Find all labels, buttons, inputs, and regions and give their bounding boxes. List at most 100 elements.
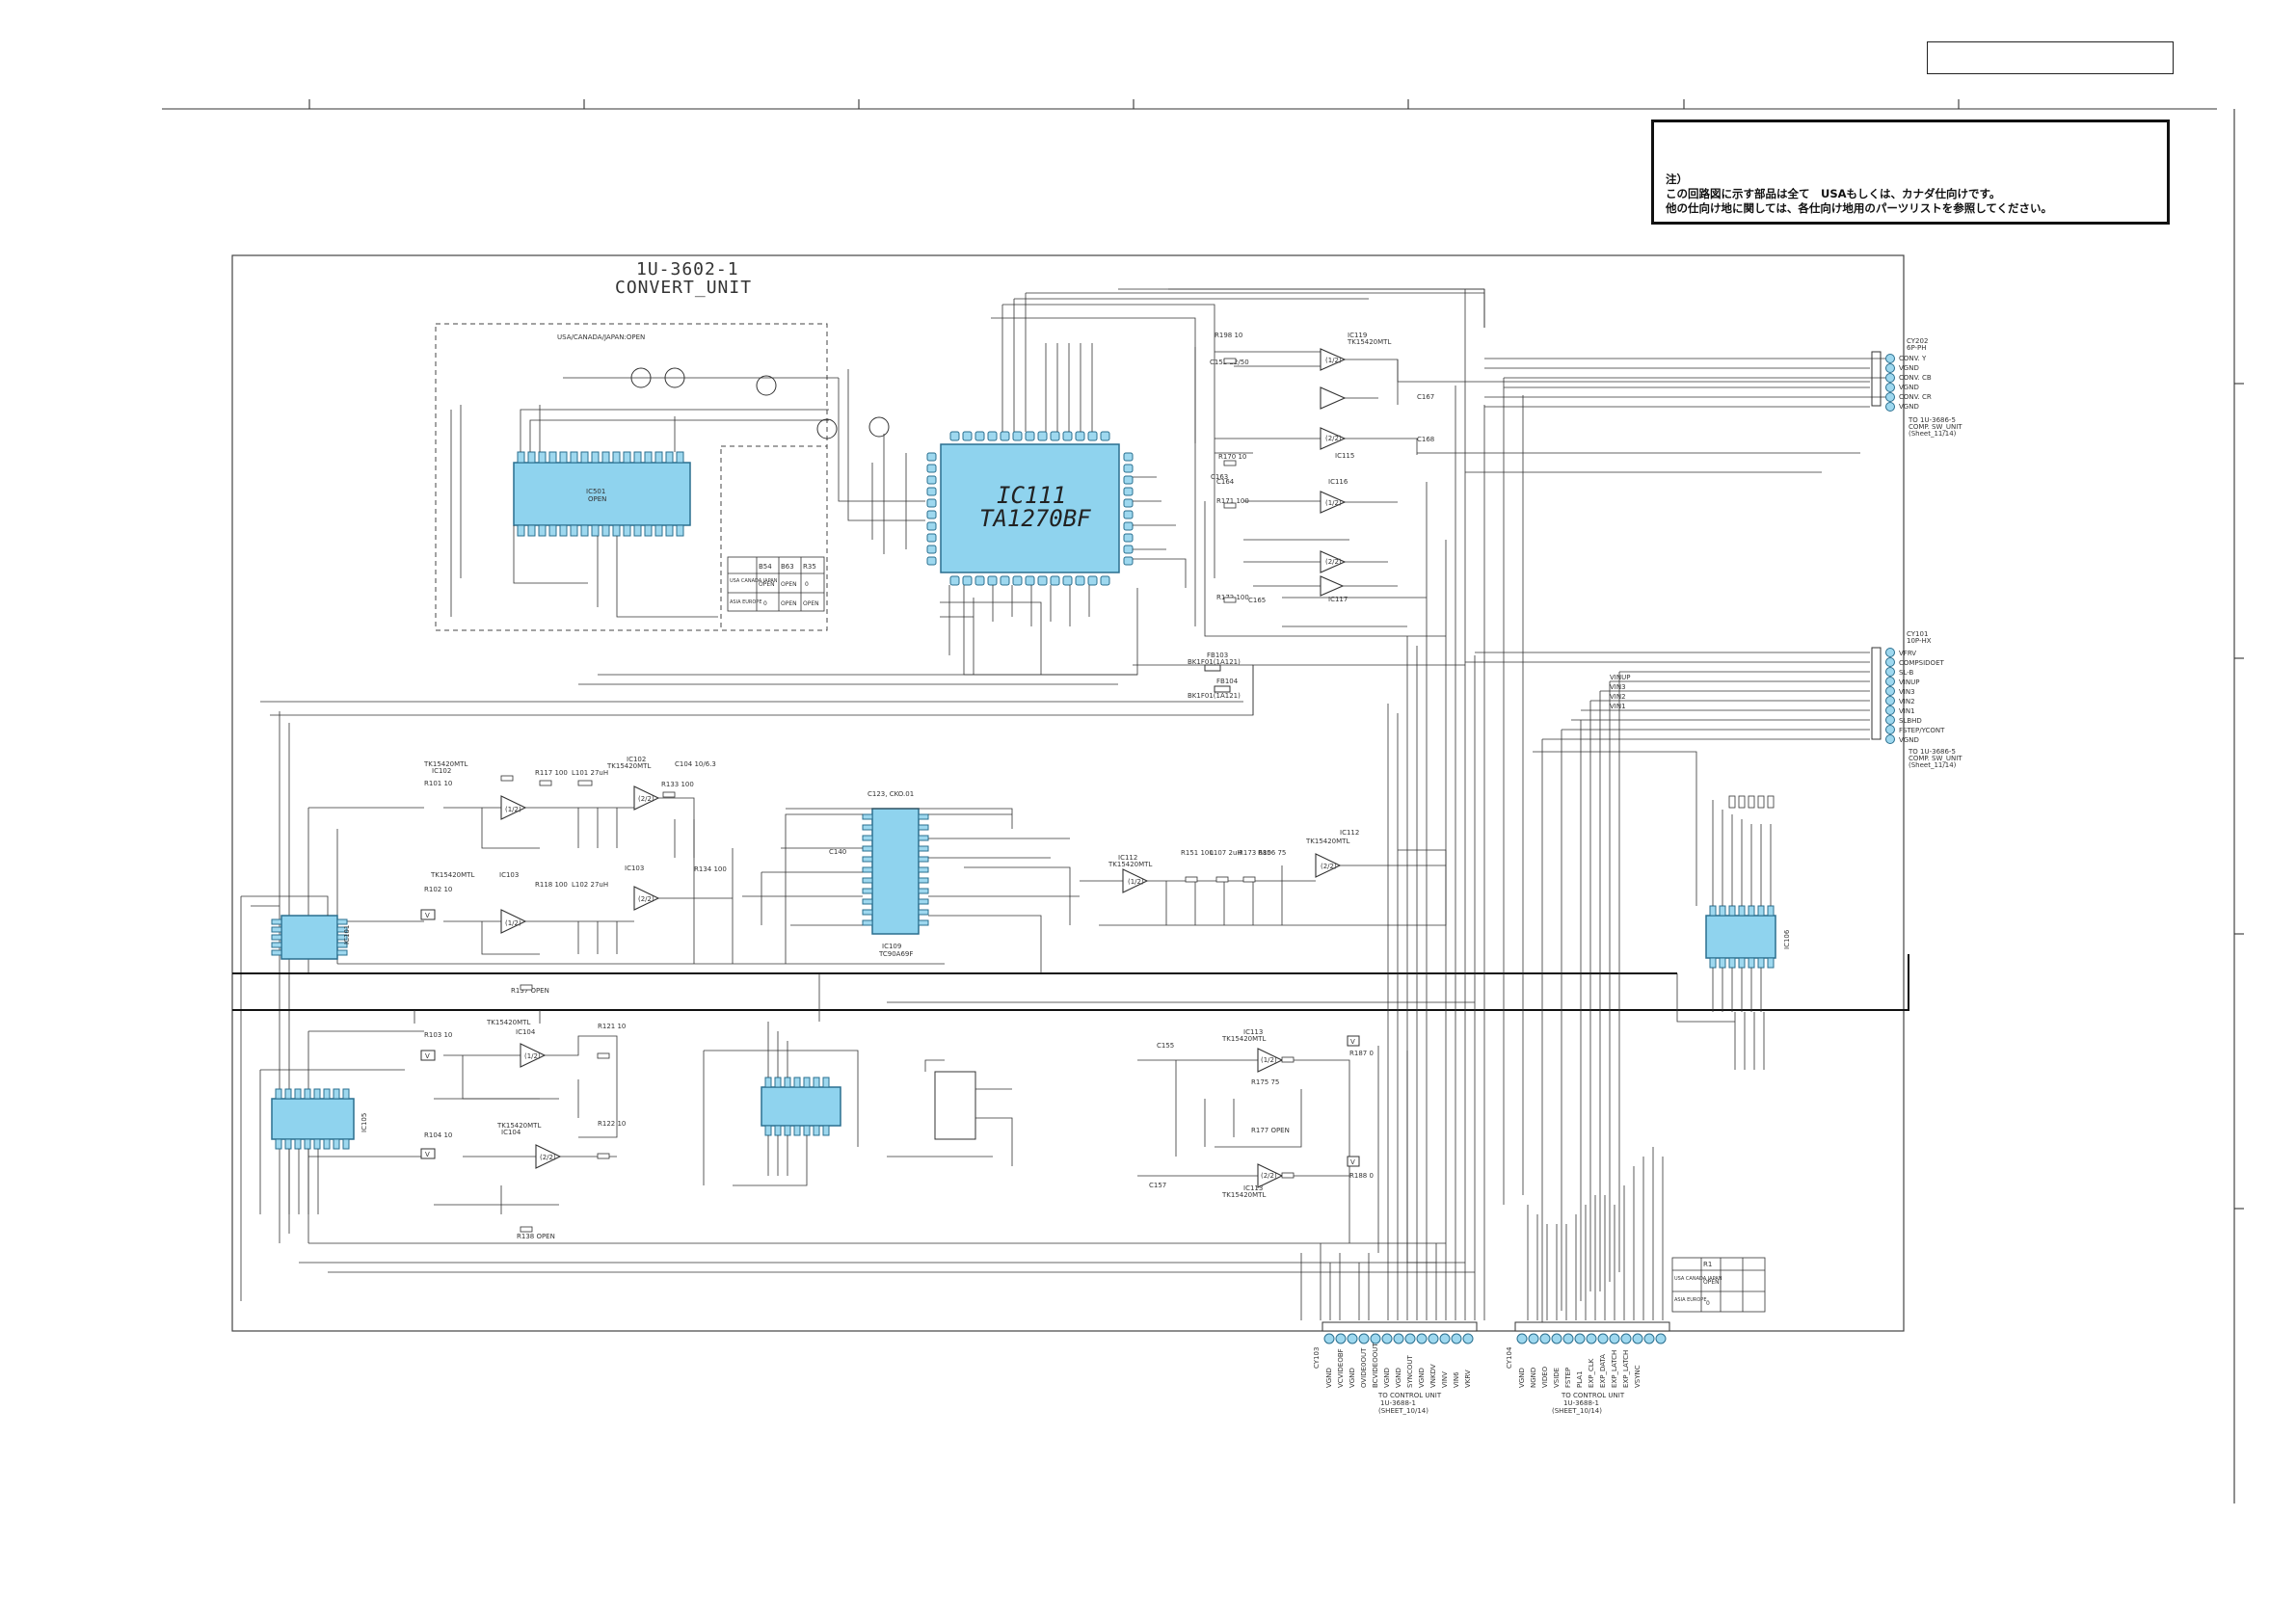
svg-text:COMPSIDOET: COMPSIDOET	[1899, 659, 1944, 667]
svg-text:FSTEP/YCONT: FSTEP/YCONT	[1899, 727, 1945, 734]
ic102-b-name: IC102	[627, 756, 646, 763]
misc-components	[500, 358, 1295, 1233]
svg-text:USA CANADA JAPAN: USA CANADA JAPAN	[1674, 1276, 1722, 1282]
svg-text:EXP_DATA: EXP_DATA	[1599, 1354, 1607, 1388]
svg-text:R101 10: R101 10	[424, 780, 452, 787]
svg-text:SLBHD: SLBHD	[1899, 717, 1922, 725]
svg-text:VIN1: VIN1	[1610, 703, 1626, 710]
svg-text:ASIA EUROPE: ASIA EUROPE	[1674, 1297, 1706, 1303]
svg-text:VGND: VGND	[1383, 1368, 1391, 1388]
svg-text:OPEN: OPEN	[803, 600, 819, 607]
svg-text:(Sheet_11/14): (Sheet_11/14)	[1909, 430, 1957, 438]
svg-text:(2/2): (2/2)	[638, 895, 654, 903]
svg-text:C155: C155	[1157, 1042, 1174, 1050]
svg-text:(SHEET_10/14): (SHEET_10/14)	[1552, 1407, 1602, 1415]
svg-text:R118 100: R118 100	[535, 881, 568, 889]
svg-text:V: V	[1350, 1038, 1355, 1046]
svg-text:(2/2): (2/2)	[1321, 863, 1337, 870]
svg-text:FSTEP: FSTEP	[1564, 1368, 1572, 1388]
svg-text:(Sheet_11/14): (Sheet_11/14)	[1909, 761, 1957, 769]
svg-text:VGND: VGND	[1325, 1368, 1333, 1388]
svg-text:C167: C167	[1417, 393, 1434, 401]
note-line-3: 他の仕向け地に関しては、各仕向け地用のパーツリストを参照してください。	[1666, 201, 2053, 215]
svg-text:(1/2): (1/2)	[524, 1052, 541, 1060]
svg-text:VSYNC: VSYNC	[1634, 1365, 1642, 1388]
svg-text:(2/2): (2/2)	[638, 795, 654, 803]
svg-text:EXP_LATCH: EXP_LATCH	[1611, 1350, 1618, 1388]
svg-text:CY202: CY202	[1907, 337, 1928, 345]
svg-text:CONV. CB: CONV. CB	[1899, 374, 1932, 382]
svg-text:VSIDE: VSIDE	[1553, 1368, 1561, 1388]
ic111-pins	[926, 431, 1134, 586]
ic111-name: IC111	[997, 482, 1066, 509]
opamp-section-top: IC119 TK15420MTL (1/2) (2/2) IC115 IC116…	[1194, 332, 1870, 637]
svg-text:IC112: IC112	[1118, 854, 1137, 862]
ic501-block: IC501 OPEN	[513, 451, 691, 537]
note-line-1: 注）	[1666, 173, 1688, 186]
svg-text:VIN2: VIN2	[1899, 698, 1915, 705]
ic109-pins	[862, 813, 929, 926]
svg-text:VGND: VGND	[1899, 736, 1919, 744]
svg-text:R173 680: R173 680	[1239, 849, 1271, 857]
svg-text:IC112: IC112	[1340, 829, 1359, 837]
svg-text:10P-HX: 10P-HX	[1907, 637, 1932, 645]
svg-text:C157: C157	[1149, 1182, 1166, 1189]
svg-text:CY101: CY101	[1907, 630, 1928, 638]
svg-text:V: V	[425, 1052, 430, 1060]
svg-text:C140: C140	[829, 848, 846, 856]
svg-text:BK1F01(1A121): BK1F01(1A121)	[1188, 658, 1241, 666]
svg-text:C163: C163	[1211, 473, 1228, 481]
svg-text:TO 1U-3686-5: TO 1U-3686-5	[1908, 416, 1956, 424]
svg-text:L107 2uH: L107 2uH	[1210, 849, 1242, 857]
ic501-pins	[517, 451, 684, 537]
ic106-right-block: IC106	[1533, 672, 1791, 1330]
svg-text:(2/2): (2/2)	[1325, 435, 1342, 442]
upper-wires	[260, 288, 1485, 1243]
svg-text:TK15420MTL: TK15420MTL	[1221, 1191, 1266, 1199]
ic501-name: IC501	[586, 488, 605, 495]
bus-lines	[232, 954, 1909, 1024]
svg-text:(2/2): (2/2)	[1325, 558, 1342, 566]
svg-text:TO CONTROL UNIT: TO CONTROL UNIT	[1377, 1392, 1442, 1399]
svg-text:IC113: IC113	[1243, 1184, 1263, 1192]
ic111-option-table: B54 B63 R35 USA CANADA JAPAN OPEN OPEN 0…	[727, 556, 825, 612]
note-line-2: この回路図に示す部品は全て USAもしくは、カナダ仕向けです。	[1666, 187, 2001, 200]
svg-text:C168: C168	[1417, 436, 1434, 443]
svg-text:TK15420MTL: TK15420MTL	[430, 871, 474, 879]
ic115-name: IC115	[1335, 452, 1354, 460]
svg-text:(2/2): (2/2)	[1261, 1172, 1277, 1180]
svg-text:0: 0	[1706, 1300, 1710, 1307]
svg-text:VINUP: VINUP	[1610, 674, 1630, 681]
svg-text:TK15420MTL: TK15420MTL	[423, 760, 467, 768]
note-box: 注） この回路図に示す部品は全て USAもしくは、カナダ仕向けです。 他の仕向け…	[1651, 120, 2170, 225]
svg-text:(2/2): (2/2)	[540, 1154, 556, 1161]
svg-text:R177 OPEN: R177 OPEN	[1251, 1127, 1290, 1134]
svg-text:IC105: IC105	[360, 1113, 368, 1132]
svg-text:NGND: NGND	[1530, 1368, 1537, 1388]
svg-text:OPEN: OPEN	[781, 600, 797, 607]
svg-text:TO 1U-3686-5: TO 1U-3686-5	[1908, 748, 1956, 756]
svg-text:VINV: VINV	[1441, 1371, 1449, 1388]
svg-text:COMP. SW_UNIT: COMP. SW_UNIT	[1909, 423, 1962, 431]
svg-text:B63: B63	[781, 563, 794, 571]
svg-text:VKRV: VKRV	[1464, 1370, 1472, 1388]
svg-text:OPEN: OPEN	[1703, 1279, 1720, 1286]
bottom-right-connector: CY104 VGND NGND VIDEO VSIDE FSTEP PLA1 E…	[1506, 1321, 1670, 1415]
ic116-name: IC116	[1328, 478, 1348, 486]
lower-left-section: TK15420MTL IC104 (1/2) TK15420MTL IC104 …	[259, 987, 1446, 1244]
ic501-body	[513, 462, 691, 526]
cy202-pins	[1885, 354, 1895, 412]
cy101-pins	[1885, 648, 1895, 744]
svg-text:TK15420MTL: TK15420MTL	[1347, 338, 1391, 346]
svg-text:R121 10: R121 10	[598, 1023, 626, 1030]
cy202-connector: CY202 6P-PH CONV. Y VGND CONV. CB VGND C…	[1484, 337, 1962, 438]
ic101-block: IC101	[240, 895, 351, 1301]
svg-text:SL-B: SL-B	[1899, 669, 1913, 677]
top-ruler	[162, 99, 2244, 1503]
svg-text:OPEN: OPEN	[781, 581, 797, 588]
ic102-name: IC102	[432, 767, 451, 775]
svg-text:VFRV: VFRV	[1899, 650, 1916, 657]
svg-text:R138 OPEN: R138 OPEN	[517, 1233, 555, 1240]
svg-text:TO CONTROL UNIT: TO CONTROL UNIT	[1561, 1392, 1625, 1399]
